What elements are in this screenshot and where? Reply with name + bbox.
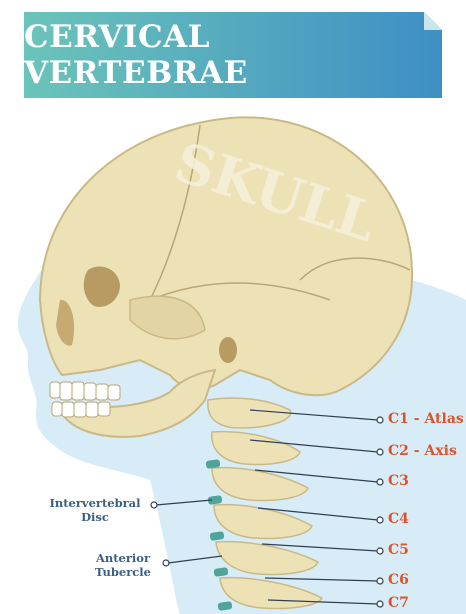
- label-c4: C4: [388, 511, 409, 527]
- label-c7: C7: [388, 595, 409, 611]
- label-intervertebral-line2: Disc: [40, 510, 150, 524]
- label-c3: C3: [388, 473, 409, 489]
- label-c6: C6: [388, 572, 409, 588]
- ear-canal: [219, 337, 237, 363]
- label-c5: C5: [388, 542, 409, 558]
- label-anterior-line1: Anterior: [80, 551, 166, 565]
- label-intervertebral-disc: Intervertebral Disc: [40, 496, 150, 524]
- label-c1-atlas: C1 - Atlas: [388, 411, 464, 427]
- label-anterior-tubercle: Anterior Tubercle: [80, 551, 166, 579]
- label-anterior-line2: Tubercle: [80, 565, 166, 579]
- label-c2-axis: C2 - Axis: [388, 443, 457, 459]
- label-intervertebral-line1: Intervertebral: [40, 496, 150, 510]
- lower-teeth: [52, 402, 110, 417]
